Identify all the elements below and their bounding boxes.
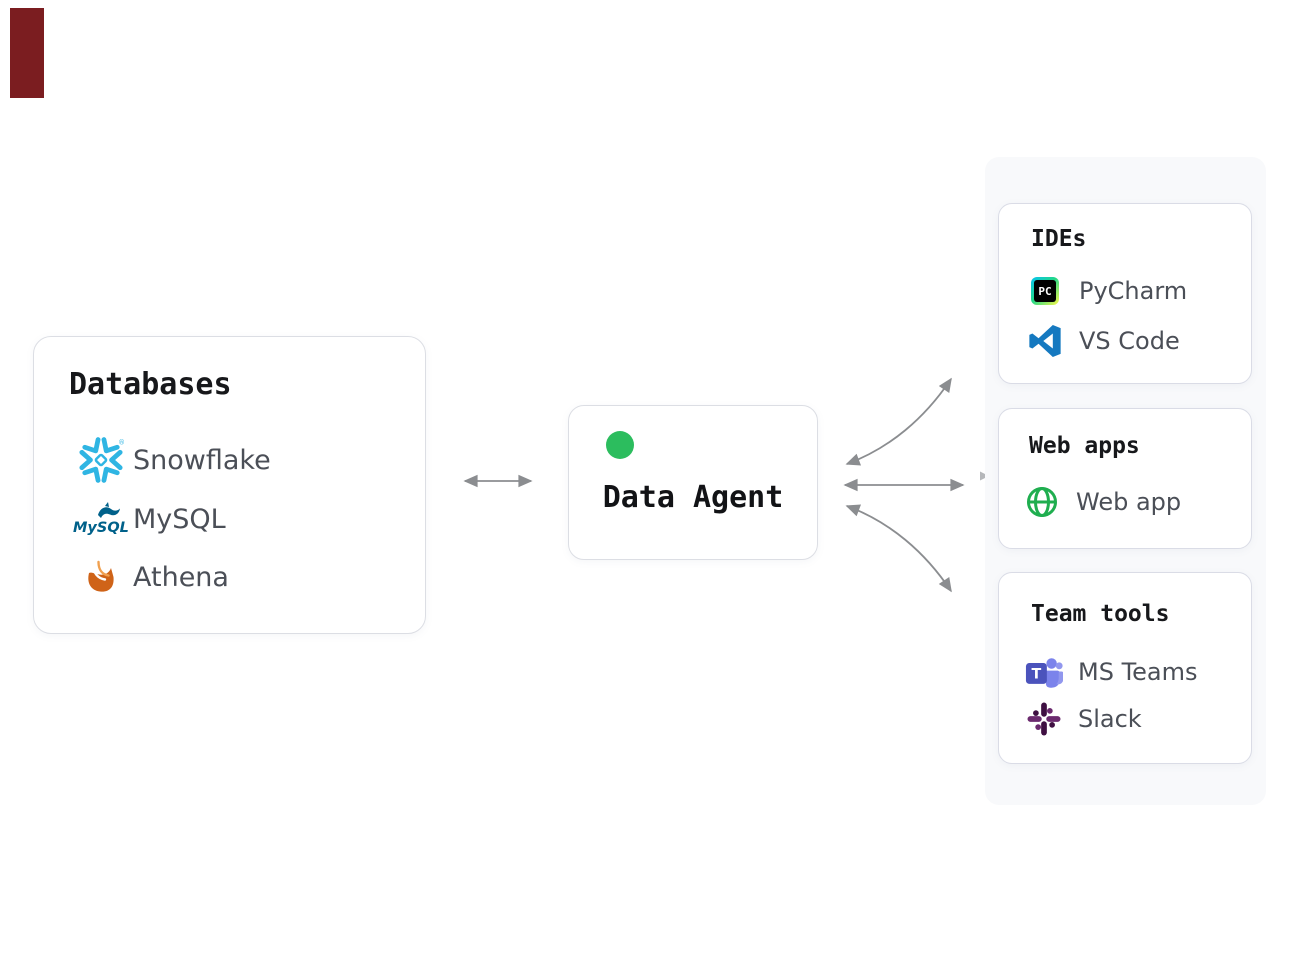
list-item-ms-teams: T MS Teams	[1022, 654, 1198, 690]
data-agent-node: Data Agent	[568, 405, 818, 560]
team-tools-title: Team tools	[1031, 601, 1170, 627]
list-item-label: Athena	[133, 561, 229, 593]
list-item-label: VS Code	[1079, 327, 1180, 355]
data-agent-title: Data Agent	[602, 480, 784, 515]
list-item-mysql: MySQL MySQL	[69, 501, 226, 537]
athena-icon	[69, 560, 133, 594]
team-tools-node: Team tools T MS Teams	[998, 572, 1252, 764]
list-item-label: Web app	[1076, 488, 1182, 516]
mysql-icon: MySQL	[69, 501, 133, 537]
list-item-slack: Slack	[1022, 701, 1142, 737]
list-item-snowflake: ® Snowflake	[69, 435, 271, 485]
list-item-label: PyCharm	[1079, 277, 1188, 305]
teams-icon: T	[1022, 655, 1066, 690]
list-item-vscode: VS Code	[1023, 323, 1180, 359]
mysql-wordmark: MySQL	[73, 520, 129, 536]
ides-title: IDEs	[1031, 226, 1087, 252]
pycharm-monogram: PC	[1034, 280, 1056, 302]
list-item-label: Slack	[1078, 705, 1142, 733]
list-item-label: MS Teams	[1078, 658, 1198, 686]
web-apps-title: Web apps	[1029, 433, 1140, 459]
registered-mark: ®	[118, 439, 124, 447]
arrow-agent-teamtools	[845, 504, 952, 593]
arrow-agent-ides	[845, 377, 952, 466]
list-item-label: MySQL	[133, 503, 226, 535]
ides-node: IDEs PC PyCharm VS Code	[998, 203, 1252, 384]
red-marker-block	[10, 8, 44, 98]
list-item-athena: Athena	[69, 557, 229, 597]
status-dot	[606, 431, 634, 459]
vscode-icon	[1023, 324, 1067, 358]
databases-node: Databases ® Snowflake	[33, 336, 426, 634]
slack-icon	[1022, 701, 1066, 737]
list-item-web-app: Web app	[1020, 485, 1181, 519]
list-item-label: Snowflake	[133, 444, 271, 476]
globe-icon	[1020, 485, 1064, 519]
web-apps-node: Web apps Web app	[998, 408, 1252, 549]
pycharm-icon: PC	[1023, 277, 1067, 305]
list-item-pycharm: PC PyCharm	[1023, 276, 1187, 306]
teams-monogram: T	[1032, 666, 1042, 682]
databases-title: Databases	[69, 367, 232, 402]
snowflake-icon: ®	[69, 437, 133, 483]
